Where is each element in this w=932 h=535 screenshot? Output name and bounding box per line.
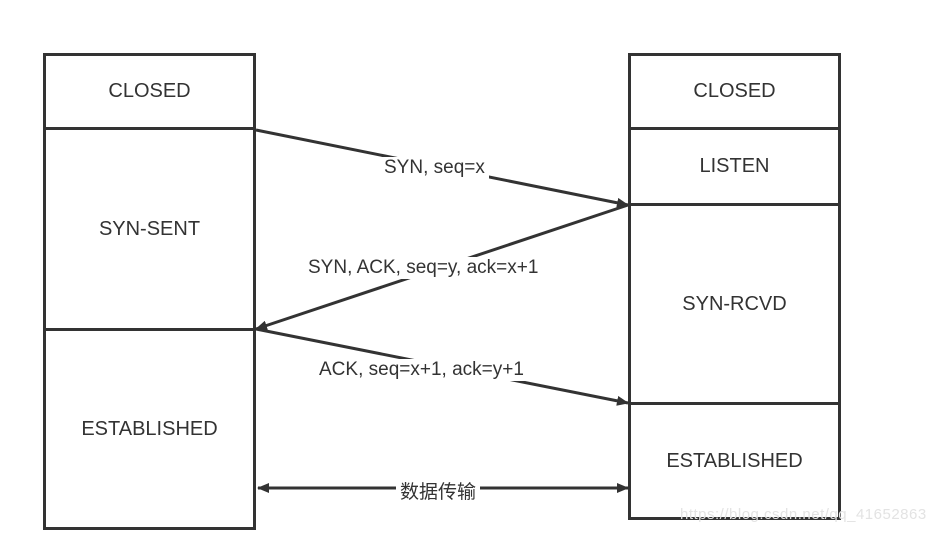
client-state-column: CLOSED SYN-SENT ESTABLISHED	[43, 53, 256, 530]
client-divider	[43, 328, 256, 331]
watermark: https://blog.csdn.net/qq_41652863	[680, 506, 927, 523]
syn-label: SYN, seq=x	[380, 157, 489, 179]
server-state-listen: LISTEN	[699, 155, 770, 177]
server-divider	[628, 402, 841, 405]
client-state-established: ESTABLISHED	[81, 417, 218, 440]
server-state-established: ESTABLISHED	[666, 449, 803, 472]
server-state-column: CLOSED LISTEN SYN-RCVD ESTABLISHED	[628, 53, 841, 520]
server-state-closed: CLOSED	[693, 80, 776, 102]
syn-ack-label: SYN, ACK, seq=y, ack=x+1	[304, 257, 543, 279]
server-divider	[628, 127, 841, 130]
client-state-syn-sent: SYN-SENT	[98, 217, 201, 240]
server-state-syn-rcvd: SYN-RCVD	[682, 292, 787, 315]
server-divider	[628, 203, 841, 206]
client-state-closed: CLOSED	[108, 80, 191, 102]
ack-label: ACK, seq=x+1, ack=y+1	[315, 359, 528, 381]
client-divider	[43, 127, 256, 130]
server-column-border	[628, 53, 841, 520]
data-transfer-label: 数据传输	[396, 477, 481, 504]
client-column-border	[43, 53, 256, 530]
